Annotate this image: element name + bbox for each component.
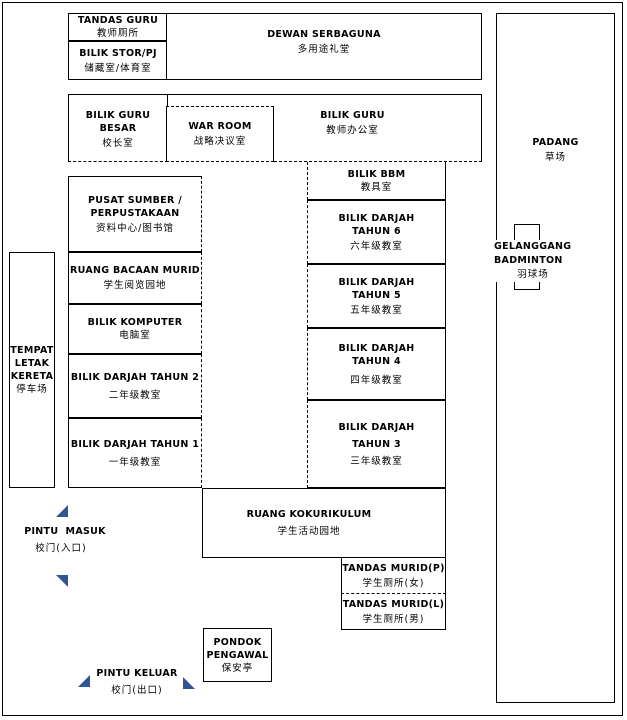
- room-label-zh: 学生活动园地: [277, 526, 341, 537]
- room-label: DEWAN SERBAGUNA: [267, 29, 381, 40]
- room-label-zh: 储藏室/体育室: [84, 62, 152, 74]
- room-label: BILIK BBM: [347, 168, 406, 180]
- room-bilik-bbm: BILIK BBM 教具室: [307, 162, 446, 200]
- room-label: BILIK GURU BESAR: [85, 110, 151, 134]
- room-label: TANDAS GURU: [77, 15, 159, 26]
- room-label-zh: 保安亭: [221, 662, 254, 674]
- gate-arrow-icon: [78, 675, 90, 687]
- room-tempat-letak: TEMPAT LETAK KERETA 停车场: [9, 252, 55, 488]
- room-label-zh: 四年级教室: [350, 374, 403, 386]
- room-label: TEMPAT: [10, 345, 54, 356]
- gate-arrow-icon: [56, 575, 68, 587]
- room-label-zh: 停车场: [16, 384, 48, 395]
- room-bilik-komputer: BILIK KOMPUTER 电脑室: [68, 304, 202, 354]
- gate-masuk: PINTU MASUK 校门(入口): [20, 525, 110, 556]
- room-label-zh: 六年级教室: [350, 240, 403, 252]
- room-label-zh: 教师办公室: [326, 125, 379, 136]
- room-label: TAHUN 3: [352, 438, 401, 450]
- room-darjah3: BILIK DARJAH TAHUN 3 三年级教室: [307, 400, 446, 488]
- room-label-zh: 五年级教室: [350, 304, 403, 316]
- room-label: BILIK KOMPUTER: [87, 317, 183, 328]
- room-bilik-guru-besar: BILIK GURU BESAR 校长室: [68, 94, 168, 162]
- gate-arrow-icon: [183, 677, 195, 689]
- room-label: PENGAWAL: [206, 649, 269, 661]
- room-label-zh: 电脑室: [119, 330, 151, 341]
- room-label: BILIK DARJAH: [338, 421, 415, 433]
- room-darjah2: BILIK DARJAH TAHUN 2 二年级教室: [68, 354, 202, 418]
- room-label-zh: 校长室: [102, 138, 134, 149]
- room-label: KERETA: [10, 371, 54, 382]
- room-padang: PADANG 草场: [496, 13, 615, 703]
- room-label-zh: 学生阅览园地: [103, 280, 167, 291]
- room-label: WAR ROOM: [188, 121, 252, 132]
- room-war-room: WAR ROOM 战略决议室: [166, 106, 274, 162]
- room-darjah4: BILIK DARJAH TAHUN 4 四年级教室: [307, 328, 446, 400]
- room-darjah5: BILIK DARJAH TAHUN 5 五年级教室: [307, 264, 446, 328]
- room-label: TAHUN 5: [352, 289, 401, 301]
- room-label: TAHUN 6: [352, 225, 401, 237]
- room-label: PUSAT SUMBER /: [88, 194, 182, 206]
- room-label: RUANG BACAAN MURID: [70, 265, 200, 276]
- room-label: TANDAS MURID(L): [342, 598, 445, 610]
- room-label: PONDOK: [213, 636, 262, 648]
- gate-label-zh: 校门(出口): [111, 685, 163, 696]
- room-bilik-guru: BILIK GURU 教师办公室: [274, 94, 482, 162]
- room-label: TAHUN 4: [352, 355, 401, 367]
- room-pusat-sumber: PUSAT SUMBER / PERPUSTAKAAN 资料中心/图书馆: [68, 176, 202, 252]
- room-label-zh: 羽球场: [517, 269, 549, 280]
- room-label-zh: 三年级教室: [350, 455, 403, 467]
- room-label-zh: 多用途礼堂: [297, 44, 351, 55]
- room-label-zh: 教师厕所: [96, 28, 139, 39]
- gate-keluar: PINTU KELUAR 校门(出口): [92, 667, 182, 698]
- room-label: GELANGGANG: [494, 241, 572, 252]
- room-label: BILIK GURU: [320, 110, 385, 121]
- room-label: BILIK STOR/PJ: [79, 47, 157, 59]
- room-pondok: PONDOK PENGAWAL 保安亭: [203, 628, 272, 682]
- gate-arrow-icon: [56, 505, 68, 517]
- room-darjah6: BILIK DARJAH TAHUN 6 六年级教室: [307, 200, 446, 264]
- room-label-zh: 教具室: [360, 181, 393, 193]
- room-kokurikulum: RUANG KOKURIKULUM 学生活动园地: [202, 488, 446, 558]
- room-label-zh: 二年级教室: [108, 389, 162, 401]
- gate-label: PINTU KELUAR: [96, 668, 178, 679]
- room-label: BADMINTON: [494, 255, 563, 266]
- room-label: PADANG: [532, 137, 579, 148]
- room-ruang-bacaan: RUANG BACAAN MURID 学生阅览园地: [68, 252, 202, 304]
- room-label-zh: 一年级教室: [108, 456, 162, 468]
- room-label: PERPUSTAKAAN: [90, 207, 180, 219]
- admin-top-line: [166, 94, 274, 95]
- room-tandas-guru: TANDAS GURU 教师厕所: [68, 13, 168, 41]
- room-tandas-p: TANDAS MURID(P) 学生厕所(女): [341, 558, 446, 594]
- gate-label: PINTU MASUK: [24, 526, 106, 537]
- court-badminton-label: GELANGGANG BADMINTON 羽球场: [494, 240, 572, 282]
- room-label-zh: 资料中心/图书馆: [96, 222, 174, 234]
- room-label: RUANG KOKURIKULUM: [246, 509, 372, 520]
- room-label-zh: 学生厕所(女): [362, 577, 425, 589]
- room-label-zh: 草场: [544, 152, 566, 163]
- room-label: LETAK: [14, 358, 50, 369]
- room-dewan: DEWAN SERBAGUNA 多用途礼堂: [166, 13, 482, 80]
- room-tandas-l: TANDAS MURID(L) 学生厕所(男): [341, 594, 446, 630]
- room-label-zh: 战略决议室: [193, 136, 247, 147]
- room-label: BILIK DARJAH TAHUN 1: [70, 438, 200, 450]
- room-darjah1: BILIK DARJAH TAHUN 1 一年级教室: [68, 418, 202, 488]
- room-label: TANDAS MURID(P): [342, 562, 445, 574]
- gate-label-zh: 校门(入口): [35, 543, 87, 554]
- room-label: BILIK DARJAH: [338, 342, 415, 354]
- room-label: BILIK DARJAH: [338, 212, 415, 224]
- room-label: BILIK DARJAH: [338, 276, 415, 288]
- room-label: BILIK DARJAH TAHUN 2: [70, 371, 200, 383]
- room-label-zh: 学生厕所(男): [362, 613, 425, 625]
- room-bilik-stor: BILIK STOR/PJ 储藏室/体育室: [68, 41, 168, 80]
